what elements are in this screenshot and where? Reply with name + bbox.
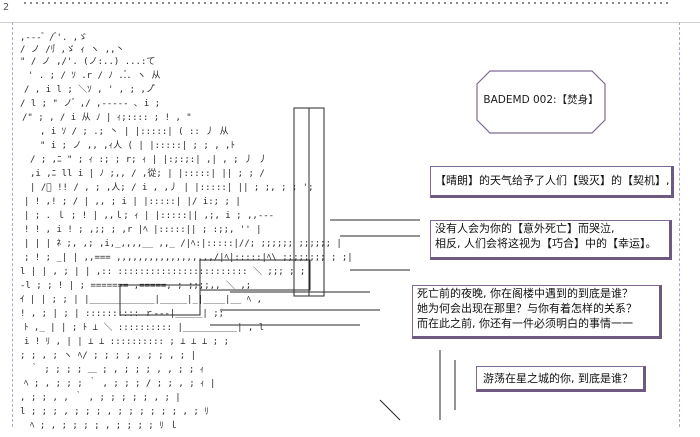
svg-text:| ; . ｌ ; ! | ,,ｌ; ｨ: | ; . ｌ ; ! | ,,ｌ; ｨ | |:::::|| ,;, i ; … bbox=[24, 210, 274, 221]
svg-text:,-‐‐ ゙ / ゙'.: ,-‐‐ ゙ / ゙'. ,ゞ bbox=[20, 32, 87, 43]
svg-text:" / ノ ,/'.: " / ノ ,/'. (ノ:..) ...:て bbox=[20, 57, 155, 67]
caption-3-line-1: 死亡前的夜晚, 你在阁楼中遇到的到底是谁？ bbox=[417, 287, 633, 300]
top-toolbar: 2 bbox=[0, 0, 700, 23]
svg-text:ﾄ ,_ | | ; ﾄ ⊥ ＼ ::::: ﾄ ,_ | | ; ﾄ ⊥ ＼ :::::::::: |__________|… bbox=[24, 322, 264, 333]
svg-text:! , ; | ; | ::::::::: ! , ; | ; | :::::::::: ｒ---|_____| ;; bbox=[20, 309, 224, 319]
svg-text:" i ; ノ ,, ,ｨ人: " i ; ノ ,, ,ｨ人 ( | |:::::| ; ; , ,ﾄ bbox=[40, 140, 235, 151]
svg-text:| /゙ !! / , ; ,人; /: | /゙ !! / , ; ,人; / i , ,丿 | |:::::| || … bbox=[30, 182, 314, 193]
svg-text:l ; ; ; , ; ; ;: l ; ; ; , ; ; ; , ; ; ; ; ; ; , ; ﾘ bbox=[20, 407, 209, 417]
caption-1-line-1: 【晴朗】的天气给予了人们【毁灭】的【契机】, bbox=[435, 174, 670, 187]
svg-text:｀ ; ; ; ; ＿ ; , ;: ｀ ; ; ; ; ＿ ; , ; ; ; , , ; ; ｨ bbox=[30, 362, 204, 375]
svg-text:| ! ,! ; / | ,, ; i: | ! ,! ; / | ,, ; i | |:::::| |/ i:; ; | bbox=[24, 197, 241, 207]
svg-text:ｲ | | ; ; | |___________: ｲ | | ; ; | |____________|_____|_|____|_… bbox=[20, 295, 262, 305]
svg-text:l | | , ; | | ,:: ::::: l | | , ; | | ,:: ::::::::::::::::::::::… bbox=[20, 266, 305, 277]
svg-text:,i ,ﾆ ll i | ﾉ ;,, /: ,i ,ﾆ ll i | ﾉ ;,, / ,從; | |:::::| || ; … bbox=[30, 167, 265, 179]
title-label: BADEMD 002:【焚身】 bbox=[483, 94, 599, 106]
svg-text:i ! ﾘ , | | ⊥ ⊥ :::: i ! ﾘ , | | ⊥ ⊥ :::::::::: ; ⊥ ⊥ ⊥ ; ; bbox=[24, 337, 229, 347]
caption-box-4: 游荡在星之城的你, 到底是谁？ bbox=[476, 366, 646, 392]
svg-text:ﾍ ; , ; ; ; ｀ , ;: ﾍ ; , ; ; ; ｀ , ; ; ; / ; ; , ; ｨ | bbox=[24, 376, 215, 389]
svg-text:/ ノ /ﾘ゙ ,ゞ ｨ: / ノ /ﾘ゙ ,ゞ ｨ ヽ ,,丶 bbox=[20, 44, 125, 55]
svg-text:ﾍ ; , ; ; ; ;: ﾍ ; , ; ; ; ; , ; ; ; ; ﾘ ｌ bbox=[30, 420, 178, 431]
svg-text:/ ; ,ﾆ " ; ｨ :; ;: / ; ,ﾆ " ; ｨ :; ; r; ｨ | |:;:;:| ,| , ; … bbox=[30, 155, 267, 165]
caption-3-line-3: 而在此之前, 你还有一件必须明白的事情一一 bbox=[417, 317, 633, 330]
caption-box-1: 【晴朗】的天气给予了人们【毁灭】的【契机】, bbox=[430, 166, 674, 198]
svg-text:/ l ; " ノ ゙ ,/: / l ; " ノ ゙ ,/ ,-‐‐‐- ､ i ; bbox=[20, 98, 160, 109]
svg-text:! ! , i ! ; ,;; ;: ! ! , i ! ; ,;; ; ,r |ﾍ |:::::|| ; :;;, … bbox=[24, 225, 262, 235]
svg-text:, i ｿ / ; .; 丶: , i ｿ / ; .; 丶 | |:::::| ( :: 丿 从 bbox=[40, 126, 229, 137]
svg-text:; ; , ; ヽ ﾍ/ ; ; ;: ; ; , ; ヽ ﾍ/ ; ; ; ; , ; ; , ; | bbox=[20, 351, 196, 361]
title-octagon-frame bbox=[476, 70, 606, 134]
page-index: 2 bbox=[3, 2, 10, 13]
caption-4-line-1: 游荡在星之城的你, 到底是谁？ bbox=[483, 372, 633, 385]
caption-3-line-2: 她为何会出现在那里？与你有着怎样的关系？ bbox=[417, 302, 637, 315]
svg-text:/ , i l ; ＼ｿ: / , i l ; ＼ｿ , ' , ; ,ノ゙゙ bbox=[24, 84, 155, 95]
svg-text:, ; ; , , ｀ ,: , ; ; , , ｀ , ; ; ; ; ; , ; | bbox=[20, 390, 181, 403]
svg-text:; ! ; _| | ,,=== ,,,,,,,: ; ! ; _| | ,,=== ,,,,,,,,,,,,,,,,,,/|ﾍ|:… bbox=[24, 253, 353, 263]
caption-2-line-1: 没有人会为你的【意外死亡】而哭泣, bbox=[435, 222, 615, 235]
caption-2-line-2: 相反, 人们会将这视为【巧合】中的【幸运】。 bbox=[435, 237, 657, 250]
art-frame bbox=[12, 22, 680, 427]
caption-box-2: 没有人会为你的【意外死亡】而哭泣, 相反, 人们会将这视为【巧合】中的【幸运】。 bbox=[430, 220, 672, 260]
svg-text:| | | ﾈ ;, ,; ,i,_,,,,_: | | | ﾈ ;, ,; ,i,_,,,,__ ,,_ /|ﾍ:|:::::|… bbox=[24, 238, 342, 249]
dotted-ruler bbox=[22, 1, 672, 5]
caption-box-3: 死亡前的夜晚, 你在阁楼中遇到的到底是谁？ 她为何会出现在那里？与你有着怎样的关… bbox=[412, 285, 662, 339]
svg-text:/" ; , / i 从 ﾉ: /" ; , / i 从 ﾉ | ｨ;:::: ; ! , " bbox=[22, 112, 192, 123]
svg-text:' . ; / ｿ .r /: ' . ; / ｿ .r / ﾉ ..゙. ヽ 从 bbox=[28, 70, 160, 81]
